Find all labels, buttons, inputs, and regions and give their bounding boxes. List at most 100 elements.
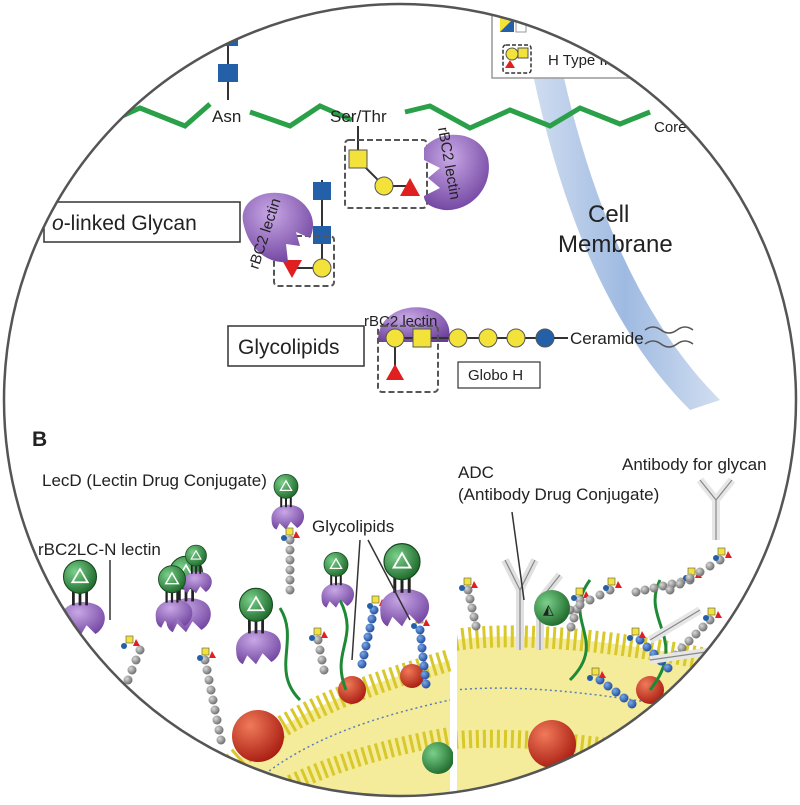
glycan-bead <box>357 659 367 669</box>
glycan-tip-circle <box>587 675 593 681</box>
glycan-bead <box>566 622 576 632</box>
pointer-line <box>511 511 525 601</box>
lectin-body <box>380 589 430 627</box>
tumor-antigen-sphere <box>668 734 712 778</box>
glycan-bead <box>204 675 214 685</box>
glycan-bead <box>569 613 579 623</box>
glycan-bead <box>575 600 585 610</box>
glycan-tip-circle <box>459 585 465 591</box>
glycan-tip-circle <box>571 595 577 601</box>
glycan-bead <box>684 636 694 646</box>
rbc2lc-n-label: rBC2LC-N lectin <box>38 540 161 559</box>
adc-antibody: ◭ <box>501 558 570 650</box>
glycan-bead <box>367 614 377 624</box>
glycan-bead <box>361 641 371 651</box>
lectin-body <box>236 629 281 665</box>
glycan-bead <box>285 535 295 545</box>
lectin-body <box>155 599 193 628</box>
fucose-triangle <box>386 364 404 380</box>
ser-thr-label: Ser/Thr <box>330 107 387 126</box>
glycan-bead <box>642 642 652 652</box>
asn-label: Asn <box>212 107 241 126</box>
glycan-bead <box>107 715 117 725</box>
drug-payload-glyph: ◭ <box>543 601 554 617</box>
glycan-tip-triangle <box>209 651 216 658</box>
glycan-bead <box>285 585 295 595</box>
glycan-tip-circle <box>309 635 315 641</box>
glycan-tip-circle <box>411 623 417 629</box>
glycan-tip-square <box>371 595 380 604</box>
globo-h-box <box>457 361 541 389</box>
o-linked-glycan-box <box>43 201 241 243</box>
glycan-tip-square <box>463 577 472 586</box>
dashed-selection-box <box>344 139 428 209</box>
glycan-bead <box>640 585 650 595</box>
glycan-tip-square <box>631 627 640 636</box>
drug-payload-glyph <box>190 549 202 560</box>
glycan-tip-triangle <box>423 619 430 626</box>
glycan-bead <box>285 575 295 585</box>
glycan-bead <box>416 634 426 644</box>
glycan-bead <box>315 645 325 655</box>
glycan-bead <box>202 665 212 675</box>
drug-payload-glyph <box>391 551 413 569</box>
drug-payload-glyph <box>329 557 343 570</box>
galactose-circle <box>506 328 526 348</box>
glycan-bead <box>359 650 369 660</box>
antibody-for-glycan <box>647 477 736 664</box>
glycan-bead <box>319 665 329 675</box>
glycan-bead <box>685 573 695 583</box>
lectin-body <box>271 504 305 530</box>
lecd-conjugate <box>271 473 305 530</box>
glycan-bead <box>463 585 473 595</box>
glycan-tip-circle <box>627 635 633 641</box>
glycolipids-box <box>227 325 365 367</box>
galactose-circle <box>374 176 394 196</box>
glycan-bead <box>698 622 708 632</box>
dashed-selection-box <box>273 235 335 287</box>
glycan-bead <box>705 561 715 571</box>
drug-payload-sphere <box>185 544 207 567</box>
glycan-bead <box>419 661 429 671</box>
o-linked-rest: -linked Glycan <box>64 212 197 235</box>
glycan-tip-square <box>575 587 584 596</box>
tumor-antigen-sphere <box>400 664 424 688</box>
pointer-line <box>367 539 411 621</box>
glycan-bead <box>691 629 701 639</box>
glycan-tip-triangle <box>725 551 732 558</box>
glycan-bead <box>627 699 637 709</box>
glycan-tip-square <box>607 577 616 586</box>
tumor-antigen-sphere <box>728 696 752 720</box>
o-glycan-chain-1: rBC2 lectin <box>344 126 489 211</box>
glycan-bead <box>695 567 705 577</box>
core-label: Core <box>654 119 687 136</box>
tumor-antigen-sphere <box>232 710 284 762</box>
glycan-tip-square <box>313 627 322 636</box>
cell-membrane-label-1: Cell <box>588 201 629 228</box>
o-linked-glycan-label: o-linked Glycan <box>52 212 197 235</box>
glycan-bead <box>467 603 477 613</box>
glycan-tip-square <box>285 527 294 536</box>
adc-label-2: (Antibody Drug Conjugate) <box>458 485 659 504</box>
drug-payload-sphere <box>158 565 186 594</box>
glycan-bead <box>418 652 428 662</box>
lecd-conjugate <box>60 559 105 637</box>
lectin-body <box>321 582 355 608</box>
lecd-conjugate <box>183 544 212 594</box>
legend-h-type-label: H Type II <box>548 52 608 69</box>
glycan-bead <box>365 623 375 633</box>
glycolipid-chain: rBC2 lectin Ceramide Globo H <box>364 307 694 393</box>
glycan-tip-triangle <box>133 639 140 646</box>
glycan-bead <box>208 695 218 705</box>
glycolipids-label-b: Glycolipids <box>312 517 394 536</box>
glycan-tip-circle <box>713 555 719 561</box>
glycan-tip-circle <box>603 585 609 591</box>
legend-box: H Type II <box>491 4 713 79</box>
glycan-bead <box>585 595 595 605</box>
glycan-bead <box>611 687 621 697</box>
glycan-bead <box>675 579 685 589</box>
glycan-bead <box>469 612 479 622</box>
glycan-bead <box>285 545 295 555</box>
glycan-bead <box>663 663 673 673</box>
